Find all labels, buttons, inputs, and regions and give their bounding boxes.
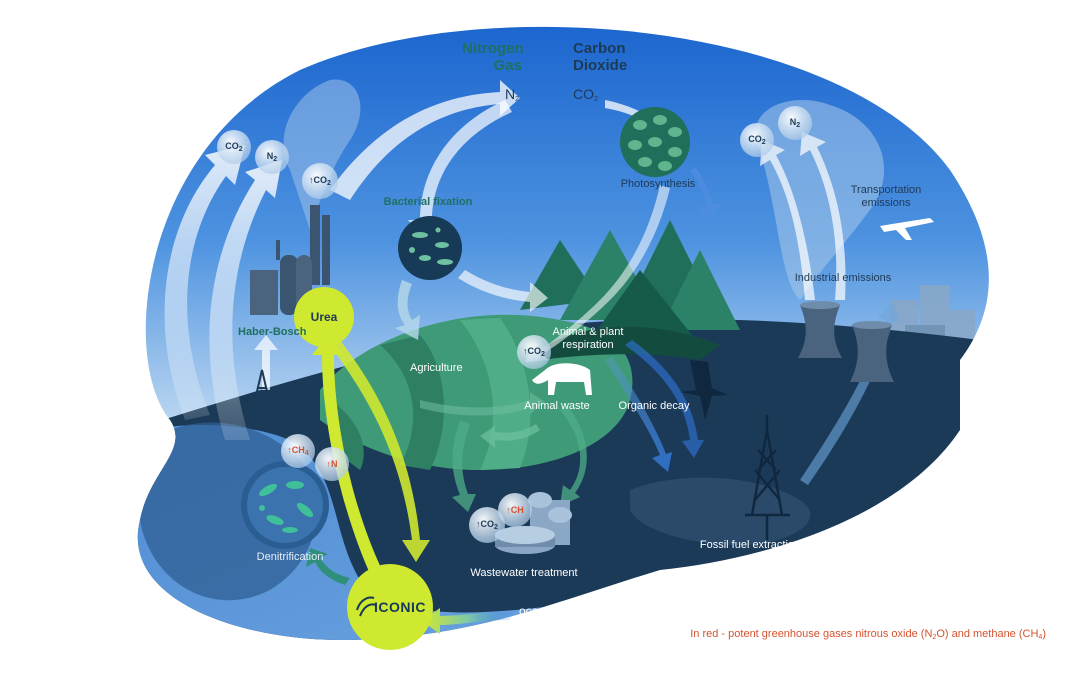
arrow-iconic-to-urea [312,335,384,578]
bubble-co2-left [217,130,251,164]
bubble-n2-right-text: N2 [789,117,801,129]
arrow-right-n2-up [800,132,846,300]
bubble-ch4-waste [498,493,532,527]
nitrogen-formula: N2 [505,86,520,103]
arrow-to-agriculture [480,424,540,448]
photosynthesis-label: Photosynthesis [620,178,696,190]
arrow-right-co2-up [760,140,815,300]
bubble-co2-animal [517,335,551,369]
bacterial-fixation-label: Bacterial fixation [383,196,473,208]
wastewater-plant-icon [495,492,572,554]
smoke-plume-left [283,79,361,230]
carbon-formula: CO2 [573,86,598,103]
bubble-ch4-denit-text: ↑CH4 [287,445,309,457]
smoke-plume-right [755,100,885,300]
arrow-decay-right [625,340,704,458]
cow-icon [532,363,592,395]
arrow-organic-decay [605,356,672,472]
arrow-photosynthesis-down [525,185,670,362]
arrow-animal-to-treatment [560,405,587,506]
denitrification-bacteria-icon [241,461,329,549]
arrow-fixation-down [395,280,420,340]
arrow-fossil-up [800,300,900,485]
greenhouse-gas-note: In red - potent greenhouse gases nitrous… [690,628,1046,641]
bacteria-icon [398,216,462,280]
carbon-line2: Dioxide [573,57,628,74]
respiration-label: Animal & plant respiration [552,326,624,351]
nitrogen-line2: Gas [493,57,522,74]
bubble-ch4-denit [281,434,315,468]
denitrification-label: Denitrification [256,551,324,563]
urea-circle [294,287,354,347]
bubble-co2-waste [469,507,505,543]
bubble-ch4-waste-text: ↑CH [506,505,524,515]
transportation-emissions-label: Transportation emissions [850,184,922,209]
hill-stripe-1 [380,335,444,470]
iconic-label: ICONIC [374,599,426,615]
oil-derrick-small-icon [248,369,276,402]
bubble-co2-waste-text: ↑CO2 [476,519,498,531]
wastewater-treatment-label: Wastewater treatment [470,567,578,579]
cooling-towers-icon [798,301,894,382]
arrow-left-outer [164,145,245,420]
organic-decay-label: Organic decay [618,400,690,412]
iconic-circle [347,564,433,650]
photosynthesis-cell-icon [620,107,690,177]
forest [520,220,740,360]
bubble-co2-left-text: CO2 [225,141,243,153]
bubble-co2-haber-text: ↑CO2 [309,175,331,187]
carbon-dioxide-heading: Carbon Dioxide [573,40,627,74]
arrow-ocean-to-iconic [422,608,515,634]
animal-waste-label: Animal waste [524,400,590,412]
bubble-co2-haber [302,163,338,199]
bubble-n2o-denit-text: ↑N [326,459,338,469]
haber-bosch-label: Haber-Bosch [238,326,307,338]
arrow-haber-up [254,335,278,390]
agriculture-label: Agriculture [410,362,463,374]
arrow-left-inner [209,160,282,440]
arrow-haber-to-sky [330,80,520,200]
fossil-pool [630,477,811,545]
arrow-fixation-to-hill [458,270,548,312]
ocean-co2-label: ocean CO2 [519,604,577,619]
nitrogen-gas-heading: Nitrogen Gas [462,40,524,74]
bubble-co2-right [740,123,774,157]
arrow-waste-to-treatment [452,420,476,512]
hill-stripe-2 [460,318,531,470]
arrow-photosynthesis-right [690,168,720,222]
carbon-line1: Carbon [573,40,626,57]
oil-derrick-icon [745,415,790,540]
industrial-emissions-label: Industrial emissions [794,272,892,284]
airplane-icon [880,218,934,240]
bubble-co2-right-text: CO2 [748,134,766,146]
bubble-n2-left [255,140,289,174]
iconic-logo-icon [356,596,377,617]
bubble-co2-animal-text: ↑CO2 [523,346,545,358]
fossil-fuel-extraction-label: Fossil fuel extraction [699,539,801,551]
arrow-iconic-to-denitrification [306,548,350,585]
bubble-n2o-denit [315,447,349,481]
urea-label: Urea [310,310,338,324]
bubble-n2-right [778,106,812,140]
dead-tree-icon [680,360,728,420]
bubble-n2-left-text: N2 [266,151,278,163]
nitrogen-line1: Nitrogen [462,40,524,57]
arrow-hill-cycle [420,392,545,416]
